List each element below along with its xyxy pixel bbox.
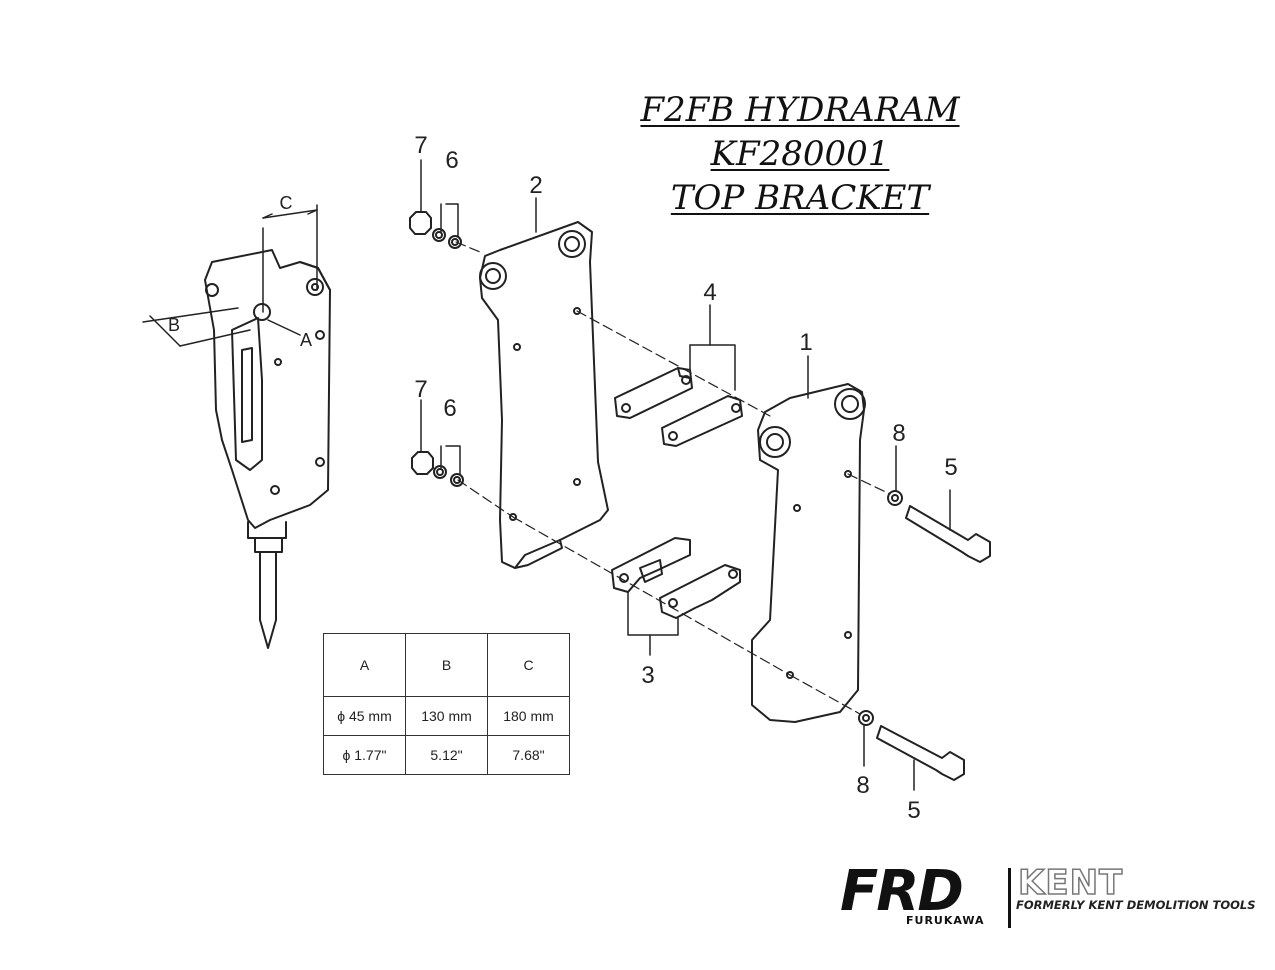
dimension-header-a: A — [323, 633, 406, 697]
part-2-side-plate — [479, 221, 609, 569]
dimension-lines — [142, 204, 318, 347]
dimension-header-c: C — [487, 633, 570, 697]
dimension-cell: ϕ 45 mm — [323, 696, 406, 736]
part-1-side-plate — [751, 383, 866, 723]
dimension-label-a: A — [300, 330, 312, 350]
parts-7-6-nut-washers-upper — [409, 211, 462, 249]
callout-7-lower: 7 — [414, 376, 427, 403]
dimension-label-c: C — [280, 193, 293, 213]
hammer-assembly-illustration — [204, 249, 331, 649]
callout-8-upper: 8 — [892, 420, 905, 447]
kent-logo-text: KENT — [1017, 863, 1124, 903]
logo-divider — [1008, 868, 1011, 928]
dimension-table: A B C ϕ 45 mm 130 mm 180 mm ϕ 1.77" 5.12… — [323, 633, 570, 775]
assembly-center-lines — [455, 241, 891, 715]
dimension-cell: 7.68" — [487, 735, 570, 775]
part-3-spacer-pair — [611, 537, 741, 619]
parts-8-5-washer-bolt-upper — [887, 490, 991, 563]
callout-4: 4 — [703, 279, 716, 306]
parts-7-6-nut-washers-lower — [411, 451, 464, 487]
dimension-cell: 5.12" — [405, 735, 488, 775]
diagram-title: F2FB HYDRARAM KF280001 TOP BRACKET — [560, 88, 1040, 220]
callout-7-upper: 7 — [414, 132, 427, 159]
callout-8-lower: 8 — [856, 772, 869, 799]
frd-logo-text: FRD — [840, 859, 964, 924]
dimension-cell: 180 mm — [487, 696, 570, 736]
dimension-label-b: B — [168, 315, 180, 335]
callout-5-upper: 5 — [944, 454, 957, 481]
dimension-cell: 130 mm — [405, 696, 488, 736]
title-line-model: F2FB HYDRARAM — [640, 90, 960, 130]
callout-1: 1 — [799, 329, 812, 356]
callout-3: 3 — [641, 662, 654, 689]
brand-logo: FRD FURUKAWA KENT FORMERLY KENT DEMOLITI… — [840, 859, 1256, 932]
logo-tagline: FORMERLY KENT DEMOLITION TOOLS — [1016, 898, 1256, 912]
callout-2: 2 — [529, 172, 542, 199]
dimension-header-b: B — [405, 633, 488, 697]
callout-6-lower: 6 — [443, 395, 456, 422]
dimension-cell: ϕ 1.77" — [323, 735, 406, 775]
dimension-table-header-row: A B C — [323, 633, 570, 697]
title-line-description: TOP BRACKET — [670, 178, 930, 218]
title-line-part-number: KF280001 — [710, 134, 890, 174]
callout-6-upper: 6 — [445, 147, 458, 174]
callout-5-lower: 5 — [907, 797, 920, 824]
dimension-table-row-imperial: ϕ 1.77" 5.12" 7.68" — [323, 735, 570, 775]
furukawa-logo-text: FURUKAWA — [906, 914, 985, 927]
callout-leaders — [420, 159, 951, 791]
dimension-table-row-metric: ϕ 45 mm 130 mm 180 mm — [323, 696, 570, 736]
parts-8-5-washer-bolt-lower — [858, 710, 965, 781]
part-4-spacer-pair — [614, 367, 743, 447]
